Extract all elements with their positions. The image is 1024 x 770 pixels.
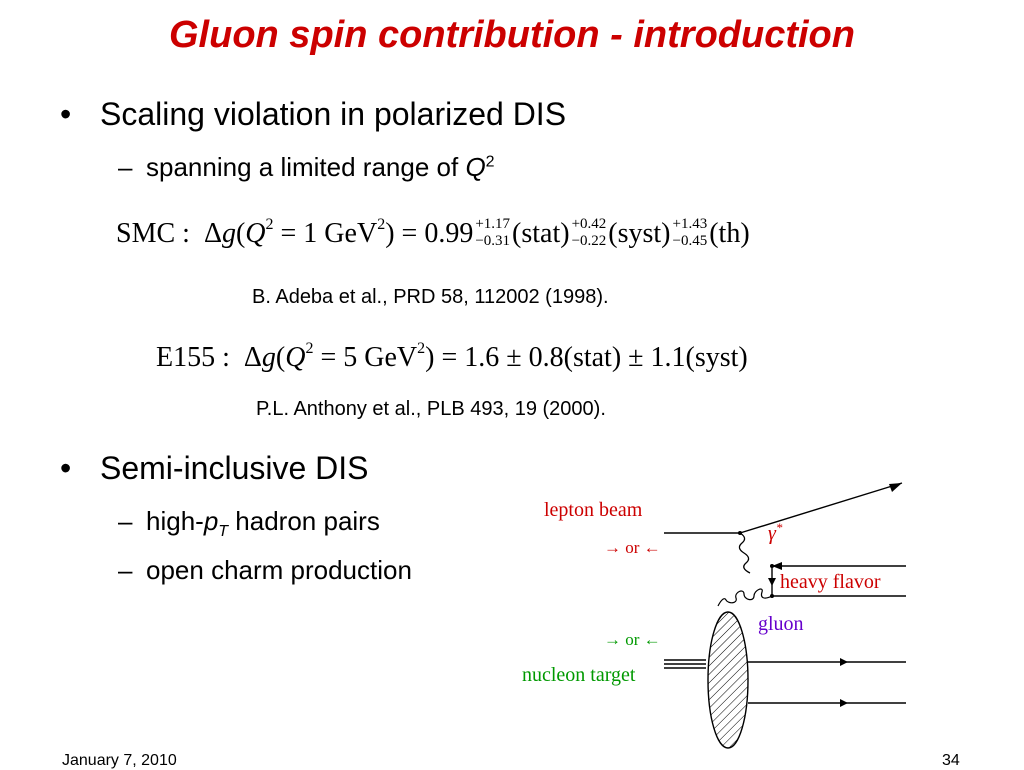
eq-exp2: 2 bbox=[377, 216, 386, 233]
heavy-quark-arrowhead-top bbox=[772, 562, 782, 570]
dash-glyph: – bbox=[118, 555, 133, 585]
label-photon: γ* bbox=[768, 520, 782, 546]
photon-star: * bbox=[775, 520, 783, 535]
th-up: +1.43 bbox=[672, 215, 708, 232]
lepton-out-line bbox=[739, 482, 903, 534]
syst-up: +0.42 bbox=[571, 215, 607, 232]
th-errors: +1.43−0.45 bbox=[673, 216, 708, 250]
stat-label: (stat) bbox=[512, 218, 570, 249]
eq-prefix: SMC : bbox=[116, 218, 190, 249]
lepton-out-arrowhead bbox=[889, 483, 902, 492]
eq-value: 0.99 bbox=[424, 218, 474, 249]
eq-g: g bbox=[221, 218, 236, 249]
lepton-vertex bbox=[738, 531, 742, 535]
remnant-arrowhead-1 bbox=[840, 658, 848, 666]
subbullet-text: spanning a limited range of bbox=[146, 152, 466, 182]
subbullet-pre: high- bbox=[146, 506, 204, 536]
page-number: 34 bbox=[942, 752, 960, 769]
eq-delta: Δ bbox=[243, 342, 262, 373]
eq-q: Q bbox=[285, 342, 306, 373]
bullet-glyph: • bbox=[60, 96, 72, 132]
gluon-line bbox=[717, 588, 773, 607]
eq-g: g bbox=[261, 342, 276, 373]
label-arrows-bottom: → or ← bbox=[604, 630, 661, 649]
bullet-glyph: • bbox=[60, 450, 72, 486]
subbullet-open-charm: –open charm production bbox=[118, 555, 412, 586]
slide-title: Gluon spin contribution - introduction bbox=[169, 14, 855, 56]
stat-down: −0.31 bbox=[475, 232, 511, 249]
eq-prefix: E155 : bbox=[156, 342, 230, 373]
photon-line bbox=[738, 532, 751, 574]
subbullet-post: hadron pairs bbox=[228, 506, 380, 536]
nucleon-blob bbox=[707, 611, 749, 749]
label-heavy-flavor: heavy flavor bbox=[780, 571, 881, 593]
q-variable: Q bbox=[465, 152, 486, 182]
dash-glyph: – bbox=[118, 152, 133, 182]
eq-paren-open: ( bbox=[235, 218, 246, 249]
label-gluon: gluon bbox=[758, 613, 804, 635]
label-nucleon-target: nucleon target bbox=[522, 664, 636, 686]
syst-label: (syst) bbox=[608, 218, 671, 249]
eq-paren-open: ( bbox=[275, 342, 286, 373]
reference-e155: P.L. Anthony et al., PLB 493, 19 (2000). bbox=[256, 398, 606, 420]
eq-exp: 2 bbox=[305, 340, 314, 357]
footer-date: January 7, 2010 bbox=[62, 752, 177, 769]
eq-q: Q bbox=[245, 218, 266, 249]
equation-e155: E155 : Δg(Q2 = 5 GeV2) = 1.6 ± 0.8(stat)… bbox=[156, 340, 748, 374]
th-label: (th) bbox=[709, 218, 750, 249]
label-lepton-beam: lepton beam bbox=[544, 499, 643, 521]
bullet-scaling-violation: • Scaling violation in polarized DIS bbox=[60, 96, 566, 133]
reference-smc: B. Adeba et al., PRD 58, 112002 (1998). bbox=[252, 286, 609, 308]
gluon-vertex bbox=[770, 594, 774, 598]
stat-up: +1.17 bbox=[475, 215, 511, 232]
propagator-arrowhead bbox=[768, 578, 776, 586]
syst-down: −0.22 bbox=[571, 232, 607, 249]
eq-equals: = bbox=[394, 218, 425, 249]
eq-rhs: = 1.6 ± 0.8(stat) ± 1.1(syst) bbox=[434, 342, 748, 373]
eq-paren-close: ) bbox=[385, 218, 395, 249]
eq-exp: 2 bbox=[265, 216, 274, 233]
eq-delta: Δ bbox=[203, 218, 222, 249]
bullet-text: Semi-inclusive DIS bbox=[100, 450, 369, 486]
p-variable: p bbox=[203, 506, 219, 536]
label-arrows-top: → or ← bbox=[604, 538, 661, 557]
eq-mid: = 1 GeV bbox=[273, 218, 378, 249]
photon-vertex bbox=[770, 564, 774, 568]
syst-errors: +0.42−0.22 bbox=[572, 216, 607, 250]
eq-mid: = 5 GeV bbox=[313, 342, 418, 373]
subbullet-q2-range: –spanning a limited range of Q2 bbox=[118, 152, 495, 183]
dash-glyph: – bbox=[118, 506, 133, 536]
equation-smc: SMC : Δg(Q2 = 1 GeV2) = 0.99+1.17−0.31(s… bbox=[116, 216, 750, 253]
subbullet-text: open charm production bbox=[146, 555, 412, 585]
bullet-text: Scaling violation in polarized DIS bbox=[100, 96, 567, 132]
bullet-semi-inclusive-dis: • Semi-inclusive DIS bbox=[60, 450, 369, 487]
eq-paren-close: ) bbox=[425, 342, 435, 373]
remnant-arrowhead-2 bbox=[840, 699, 848, 707]
th-down: −0.45 bbox=[672, 232, 708, 249]
stat-errors: +1.17−0.31 bbox=[475, 216, 510, 250]
p-subscript: T bbox=[218, 523, 229, 541]
subbullet-hadron-pairs: –high-pT hadron pairs bbox=[118, 506, 380, 541]
q-exponent: 2 bbox=[485, 153, 495, 171]
photon-symbol: γ bbox=[768, 522, 776, 545]
eq-exp2: 2 bbox=[417, 340, 426, 357]
